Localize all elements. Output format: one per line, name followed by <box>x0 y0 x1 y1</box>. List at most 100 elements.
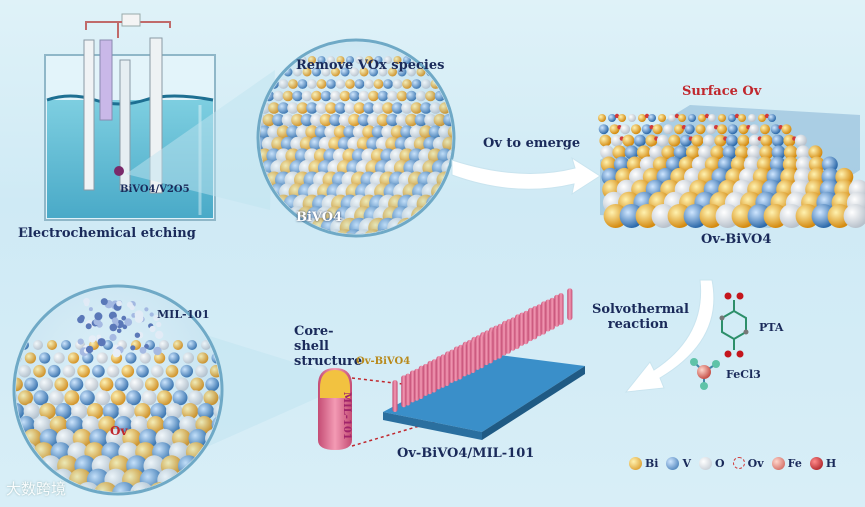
nanorod <box>567 288 573 321</box>
atom <box>598 114 606 122</box>
nanorod <box>392 380 398 412</box>
atom-legend: Bi V O Ov Fe H <box>629 452 861 474</box>
nanorod <box>496 326 502 359</box>
atom <box>445 67 452 77</box>
atom <box>760 124 770 135</box>
atom <box>455 68 464 77</box>
atom <box>457 125 470 138</box>
atom <box>460 56 468 64</box>
nanorod <box>540 302 546 335</box>
atom <box>454 91 465 102</box>
atom <box>638 114 646 122</box>
atom <box>430 206 450 226</box>
atom <box>273 217 294 234</box>
nanorod <box>431 360 437 393</box>
atom <box>644 113 650 119</box>
atom <box>796 145 811 160</box>
atom <box>255 429 274 448</box>
nanorod <box>519 313 525 346</box>
atom <box>698 114 706 122</box>
atom <box>708 114 716 122</box>
nanorod <box>436 357 442 390</box>
atom <box>622 134 635 147</box>
atom <box>458 229 480 251</box>
atom <box>794 134 807 147</box>
label-bivo4-v2o5: BiVO4/V2O5 <box>120 184 190 195</box>
atom <box>673 145 688 160</box>
atom <box>419 229 442 234</box>
atom <box>674 113 680 119</box>
label-solvothermal: Solvothermal reaction <box>592 302 689 332</box>
h-icon <box>809 456 823 470</box>
nanorod <box>449 350 455 383</box>
label-fecl3: FeCl3 <box>726 368 761 381</box>
atom <box>728 114 736 122</box>
label-electrochemical-etching: Electrochemical etching <box>18 226 196 241</box>
atom <box>614 113 620 119</box>
atom <box>444 217 452 234</box>
fecl3-molecule-icon <box>690 358 720 390</box>
atom <box>771 134 784 147</box>
atom <box>770 124 781 135</box>
nanorod <box>532 307 538 340</box>
legend-label: Fe <box>787 456 802 470</box>
legend-label: O <box>715 456 725 470</box>
legend-label: Ov <box>747 456 764 470</box>
atom <box>679 134 692 147</box>
nanorod <box>514 317 520 349</box>
atom <box>738 114 746 122</box>
atom <box>468 102 480 114</box>
atom <box>747 145 762 160</box>
ov-icon <box>732 457 745 469</box>
atom <box>260 67 264 77</box>
nanorod <box>554 294 560 327</box>
atom <box>445 194 452 214</box>
nanorod <box>558 293 564 325</box>
atom <box>192 468 216 492</box>
atom <box>264 455 285 476</box>
atom <box>641 124 652 135</box>
atom <box>734 113 740 119</box>
atom <box>609 124 620 135</box>
atom <box>631 124 641 135</box>
atom <box>759 145 774 160</box>
nanorod-array <box>383 288 585 440</box>
nanorod <box>545 299 551 332</box>
nanorod <box>470 341 476 373</box>
atom <box>469 183 487 201</box>
atom <box>463 218 484 239</box>
atom <box>698 145 713 160</box>
atom <box>468 206 488 226</box>
atom <box>771 145 786 160</box>
atom <box>391 229 413 234</box>
atom <box>717 124 727 135</box>
atom <box>668 134 681 147</box>
ov-bivo4-slab <box>598 105 865 228</box>
nanorod <box>427 362 433 395</box>
atom <box>608 114 616 122</box>
atom <box>458 102 470 114</box>
atom <box>624 145 639 160</box>
atom <box>459 206 479 226</box>
atom <box>734 145 749 160</box>
atom <box>210 468 220 492</box>
legend-label: Bi <box>645 456 659 470</box>
label-cs-ov-bivo4: Ov-BiVO4 <box>356 356 411 367</box>
atom <box>434 217 452 234</box>
nanorod <box>453 349 459 382</box>
atom <box>238 482 262 506</box>
atom <box>600 145 615 160</box>
label-surface-ov: Surface Ov <box>682 84 762 99</box>
nanorod <box>405 373 411 406</box>
atom <box>260 56 269 64</box>
nanorod <box>462 344 468 377</box>
arrow-solvothermal <box>624 279 715 393</box>
atom <box>237 442 257 462</box>
electrochemical-cell <box>44 13 216 221</box>
nanorod <box>457 347 463 380</box>
fe-icon <box>771 456 785 470</box>
atom <box>748 114 756 122</box>
atom <box>16 455 27 477</box>
atom <box>656 134 669 147</box>
